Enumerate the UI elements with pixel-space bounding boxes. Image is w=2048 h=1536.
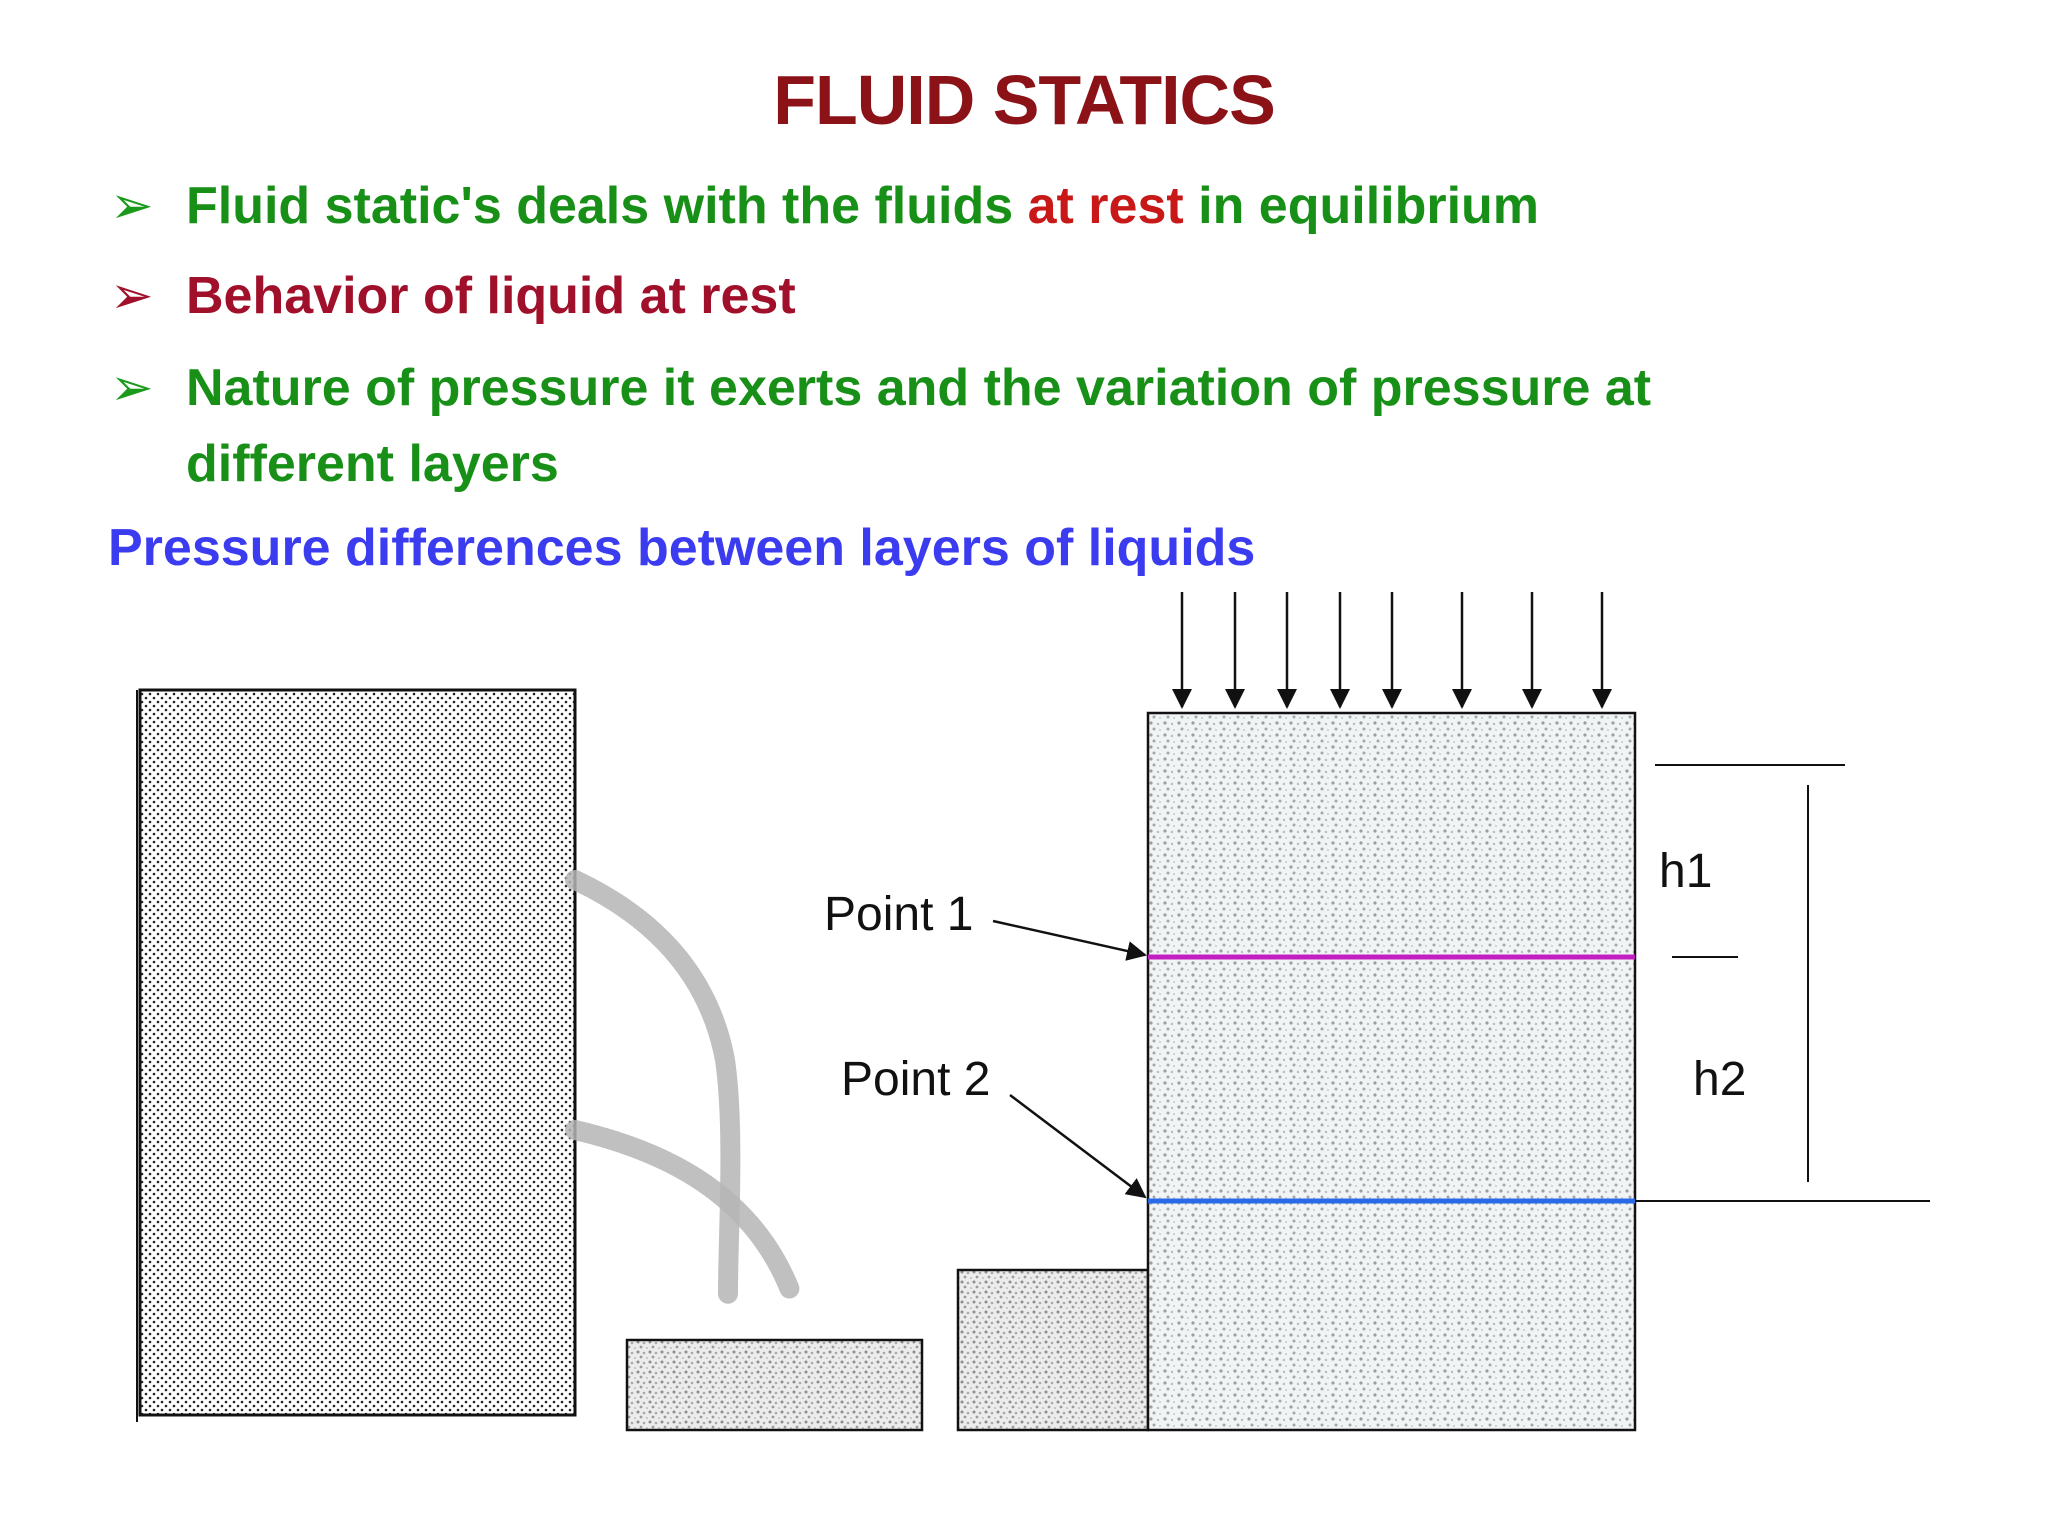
left-tank (136, 688, 577, 1422)
main-tank (1146, 711, 1637, 1432)
height-dimension-lines (1635, 764, 1930, 1202)
point2-pointer (1009, 1094, 1147, 1199)
point1-label: Point 1 (824, 888, 973, 941)
water-jets (565, 870, 800, 1305)
bullet-behavior: ➢ Behavior of liquid at rest (110, 258, 796, 334)
bullet-fluid-statics: ➢ Fluid static's deals with the fluids at… (110, 168, 1539, 244)
bullet-arrow-icon: ➢ (110, 177, 154, 235)
bullet-text-pre: Fluid static's deals with the fluids (186, 177, 1028, 235)
slide-title: FLUID STATICS (773, 61, 1276, 139)
collecting-basin (625, 1338, 924, 1432)
diagram-subheading: Pressure differences between layers of l… (108, 519, 1256, 577)
h2-label: h2 (1693, 1053, 1746, 1106)
surface-pressure-arrows (1172, 592, 1612, 709)
step-block (956, 1268, 1150, 1432)
bullet-text: Behavior of liquid at rest (186, 267, 796, 325)
bullet-highlight: at rest (1027, 177, 1184, 235)
bullet-text-line2: different layers (186, 435, 559, 493)
bullet-nature-of-pressure: ➢ Nature of pressure it exerts and the va… (110, 350, 1760, 502)
h1-label: h1 (1659, 845, 1712, 898)
bullet-text-post: in equilibrium (1183, 177, 1540, 235)
bullet-text-line1: Nature of pressure it exerts and the var… (186, 359, 1652, 417)
point1-pointer (992, 919, 1147, 961)
point2-label: Point 2 (841, 1053, 990, 1106)
bullet-arrow-icon: ➢ (110, 267, 154, 325)
bullet-arrow-icon: ➢ (110, 359, 154, 417)
